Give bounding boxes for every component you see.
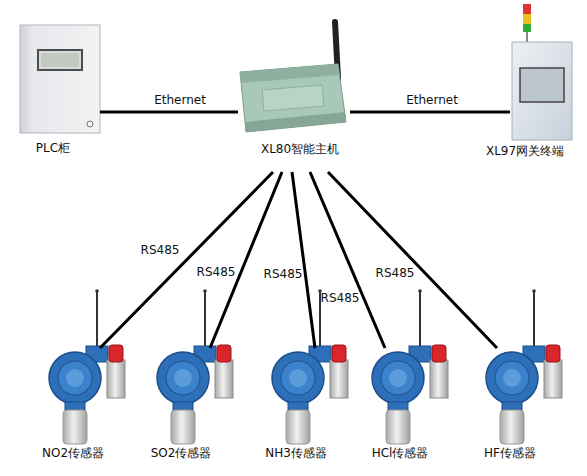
plc-cabinet: PLC柜 [20,25,100,160]
link-label: RS485 [141,243,180,257]
gas-sensor-drawings [49,289,562,444]
link-label: RS485 [264,267,303,281]
device-label: NH3传感器 [265,446,327,460]
gateway-terminal: XL97网关终端 [510,38,572,160]
link-label: RS485 [321,291,360,305]
link-label: RS485 [376,266,415,280]
ethernet-link [350,111,510,114]
link-label: RS485 [197,265,236,279]
gas-sensor: NH3传感器 [266,348,356,468]
link-label: Ethernet [406,93,458,107]
gas-sensor: NO2传感器 [43,348,133,468]
gateway-terminal-drawing [512,4,572,140]
ethernet-link [100,111,238,114]
device-label: HCl传感器 [372,446,429,460]
rs485-link [328,172,497,348]
device-label: PLC柜 [36,141,70,155]
host-device: XL80智能主机 [238,20,350,172]
gas-sensor: SO2传感器 [151,348,241,468]
device-label: XL80智能主机 [261,142,339,156]
rs485-link [310,172,385,348]
device-label: SO2传感器 [151,446,212,460]
rs485-link [292,172,315,348]
gas-sensor: HF传感器 [480,348,570,468]
device-label: NO2传感器 [42,446,104,460]
gas-sensor: HCl传感器 [366,348,456,468]
device-label: HF传感器 [484,446,536,460]
host-device-drawing [240,22,346,132]
link-label: Ethernet [154,93,206,107]
device-label: XL97网关终端 [486,144,564,158]
rs485-link [210,172,282,348]
plc-cabinet-drawing [20,25,100,133]
